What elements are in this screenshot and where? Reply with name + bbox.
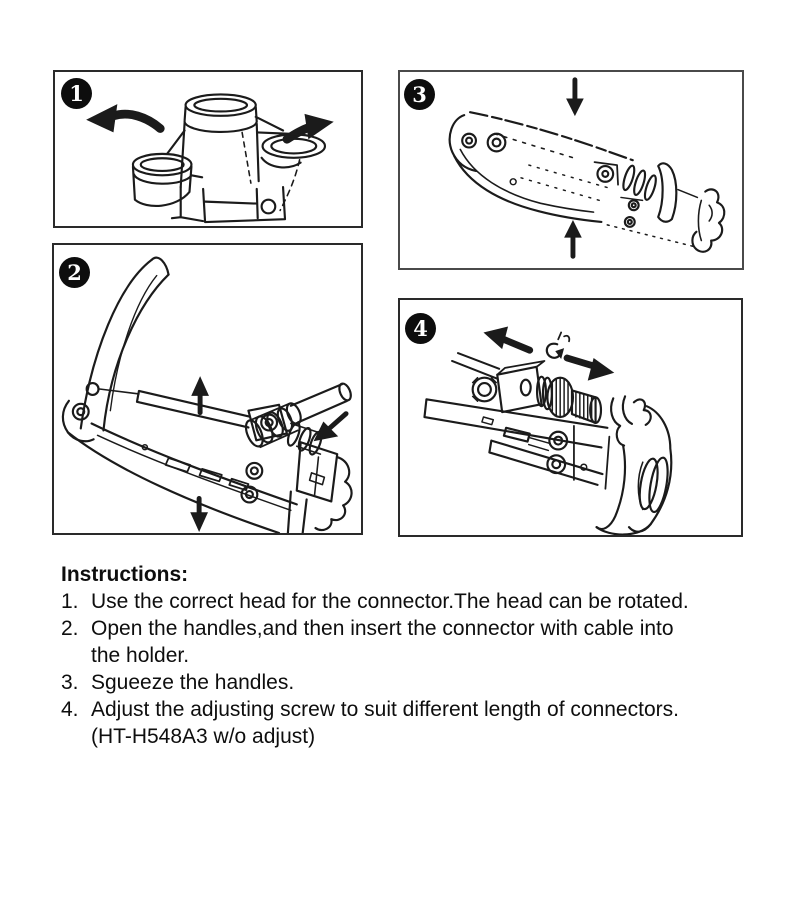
instruction-3-number: 3.	[61, 671, 79, 694]
step-2-badge: 2	[59, 257, 90, 288]
connector-with-cable-drawing	[244, 382, 352, 449]
press-down-arrowhead-icon	[566, 98, 584, 117]
instructions-heading: Instructions:	[61, 563, 189, 586]
screw-assembly-drawing	[423, 352, 673, 535]
slide-right-arrow-icon	[563, 354, 600, 371]
figure-panel-1: 1	[53, 70, 363, 228]
rotate-right-arrowhead-icon	[304, 113, 334, 140]
rotate-screw-icon	[545, 331, 571, 359]
instruction-2-text: Open the handles,and then insert the con…	[91, 617, 674, 667]
arrow-up-head-icon	[191, 376, 209, 396]
figure-panel-2: 2	[52, 243, 363, 535]
rotate-left-arrowhead-icon	[86, 104, 118, 133]
step-1-badge: 1	[61, 78, 92, 109]
crimp-tool-drawing	[61, 256, 353, 533]
adjusting-screw-illustration	[423, 326, 673, 535]
instruction-2-number: 2.	[61, 617, 79, 640]
slide-right-arrowhead-icon	[587, 358, 615, 381]
insert-arrow-icon	[326, 411, 349, 431]
step-4-badge: 4	[405, 313, 436, 344]
slide-left-arrowhead-icon	[483, 326, 509, 350]
instruction-item-2: 2. Open the handles,and then insert the …	[61, 615, 766, 669]
instructions-section: Instructions: 1. Use the correct head fo…	[61, 561, 766, 750]
instruction-1-text: Use the correct head for the connector.T…	[91, 590, 689, 613]
figure-panel-4: 4	[398, 298, 743, 537]
crimp-tool-open-illustration	[61, 256, 353, 533]
instruction-4-text: Adjust the adjusting screw to suit diffe…	[91, 698, 679, 748]
instruction-3-text: Sgueeze the handles.	[91, 671, 295, 694]
tool-side-drawing	[448, 111, 726, 253]
insert-arrowhead-icon	[313, 421, 339, 442]
step-3-badge: 3	[404, 79, 435, 110]
squeeze-handles-illustration	[448, 77, 726, 259]
instruction-item-4: 4. Adjust the adjusting screw to suit di…	[61, 696, 766, 750]
figure-panel-3: 3	[398, 70, 744, 270]
tool-head-drawing	[131, 93, 327, 224]
press-up-arrowhead-icon	[564, 219, 582, 238]
slide-left-arrow-icon	[497, 334, 534, 354]
rotate-screw-arrowhead-icon	[555, 348, 565, 359]
arrow-down-head-icon	[190, 512, 208, 533]
instruction-1-number: 1.	[61, 590, 79, 613]
instruction-item-1: 1. Use the correct head for the connecto…	[61, 588, 766, 615]
rotating-head-illustration	[86, 93, 334, 224]
rotate-left-arrow-icon	[109, 109, 165, 133]
instruction-4-number: 4.	[61, 698, 79, 721]
instruction-item-3: 3. Sgueeze the handles.	[61, 669, 766, 696]
